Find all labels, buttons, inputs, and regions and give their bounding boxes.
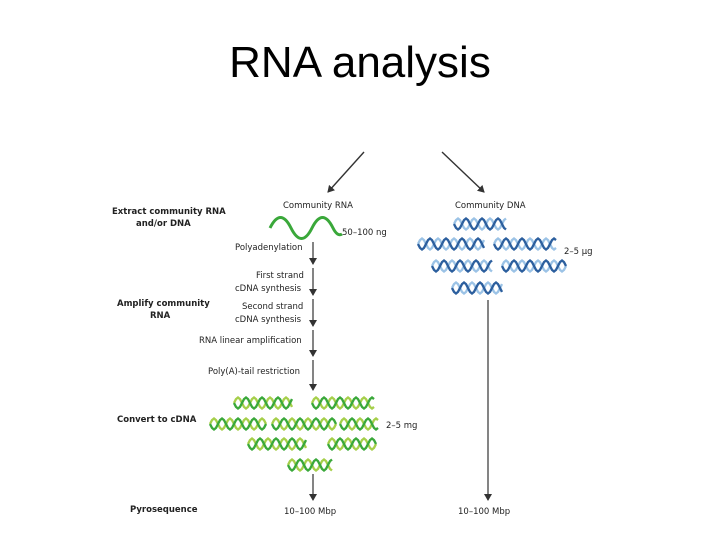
dna-helix-cluster [416, 216, 568, 296]
cdna-helix-icon [270, 416, 338, 432]
dna-output: 10–100 Mbp [458, 507, 510, 517]
step-second-strand-line2: cDNA synthesis [235, 315, 302, 325]
slide-title: RNA analysis [229, 38, 491, 87]
step-first-strand-line1: First strand [256, 271, 304, 281]
dna-helix-icon [450, 280, 504, 296]
community-dna-header: Community DNA [455, 201, 526, 211]
dna-helix-icon [430, 258, 493, 274]
stage-amplify-label-line1: Amplify community [117, 299, 210, 309]
incoming-arrow-dna [441, 151, 485, 193]
step-linear-amplification: RNA linear amplification [199, 336, 302, 346]
community-rna-header: Community RNA [283, 201, 353, 211]
cdna-amount: 2–5 mg [386, 421, 417, 431]
stage-extract-label-line1: Extract community RNA [112, 207, 226, 217]
cdna-helix-icon [338, 416, 379, 432]
dna-amount: 2–5 µg [564, 247, 593, 257]
rna-strand-icon [268, 216, 343, 240]
cdna-helix-icon [246, 436, 308, 452]
step-second-strand-line1: Second strand [242, 302, 303, 312]
cdna-helix-icon [286, 457, 333, 473]
step-first-strand-line2: cDNA synthesis [235, 284, 302, 294]
cdna-helix-icon [310, 395, 375, 411]
cdna-helix-icon [326, 436, 378, 452]
dna-helix-icon [500, 258, 568, 274]
stage-convert-label: Convert to cDNA [117, 415, 197, 425]
stage-amplify-label-line2: RNA [150, 311, 171, 321]
rna-output: 10–100 Mbp [284, 507, 336, 517]
cdna-helix-cluster [208, 395, 379, 473]
dna-helix-icon [452, 216, 507, 232]
step-polya-restriction: Poly(A)-tail restriction [208, 367, 300, 377]
dna-helix-icon [416, 236, 486, 252]
incoming-arrow-rna [327, 151, 365, 193]
cdna-helix-icon [208, 416, 268, 432]
step-polyadenylation: Polyadenylation [235, 243, 303, 253]
cdna-helix-icon [232, 395, 294, 411]
rna-amount: 50–100 ng [342, 228, 387, 238]
stage-pyrosequence-label: Pyrosequence [130, 505, 198, 515]
stage-extract-label-line2: and/or DNA [136, 219, 191, 229]
dna-helix-icon [492, 236, 557, 252]
